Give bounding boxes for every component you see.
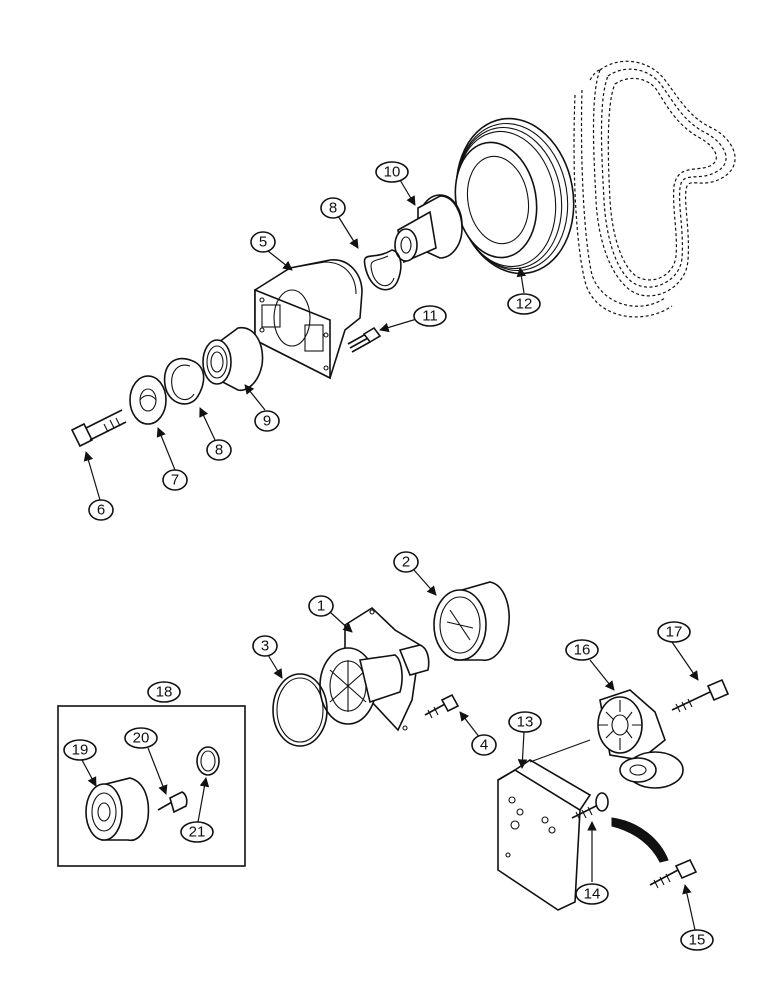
callout-9: 9 xyxy=(254,410,280,432)
bolt-11 xyxy=(347,326,382,353)
callout-4-label: 4 xyxy=(480,737,488,754)
housing-5 xyxy=(254,259,363,380)
tensioner-16 xyxy=(529,689,684,789)
o-ring-3 xyxy=(272,673,328,747)
callout-1-label: 1 xyxy=(317,598,325,615)
callout-5-label: 5 xyxy=(259,234,267,251)
callout-3-label: 3 xyxy=(261,638,269,655)
snap-ring-8-lower xyxy=(163,357,205,405)
bolt-14 xyxy=(571,792,609,821)
callout-2-label: 2 xyxy=(402,554,410,571)
callout-6: 6 xyxy=(88,499,114,521)
hub-10 xyxy=(394,194,463,264)
callout-8-lower-label: 8 xyxy=(215,442,223,459)
callout-8-upper-label: 8 xyxy=(329,200,337,217)
callout-15-label: 15 xyxy=(689,932,706,949)
callout-11: 11 xyxy=(413,305,447,327)
callout-9-label: 9 xyxy=(263,413,271,430)
bearing-9 xyxy=(202,327,264,392)
kit-box-18 xyxy=(57,705,246,867)
callout-7: 7 xyxy=(162,469,188,491)
bolt-17 xyxy=(671,678,730,713)
callout-12-label: 12 xyxy=(516,296,533,313)
callout-5: 5 xyxy=(250,231,276,253)
callout-10: 10 xyxy=(375,161,409,183)
callout-6-label: 6 xyxy=(97,502,105,519)
callout-13-label: 13 xyxy=(517,714,534,731)
callout-20-label: 20 xyxy=(133,730,150,747)
ring-21 xyxy=(196,746,220,776)
callout-7-label: 7 xyxy=(171,472,179,489)
pulley-19 xyxy=(85,777,150,842)
callout-18: 18 xyxy=(147,681,181,703)
callout-11-label: 11 xyxy=(422,308,438,325)
pulley-12 xyxy=(454,117,575,275)
callout-3: 3 xyxy=(252,635,278,657)
callout-15: 15 xyxy=(680,929,714,951)
callout-8-lower: 8 xyxy=(206,439,232,461)
callout-16: 16 xyxy=(565,639,599,661)
callout-2: 2 xyxy=(393,551,419,573)
bolt-6 xyxy=(70,409,127,448)
callout-14-label: 14 xyxy=(584,886,601,903)
leader-lines xyxy=(81,179,699,931)
callout-4: 4 xyxy=(471,734,497,756)
bolt-15 xyxy=(649,858,698,889)
pulley-2 xyxy=(433,581,510,661)
callout-13: 13 xyxy=(508,711,542,733)
callout-18-label: 18 xyxy=(156,684,173,701)
curved-arrow xyxy=(611,817,669,863)
callout-19: 19 xyxy=(63,739,97,761)
callout-17-label: 17 xyxy=(666,624,683,641)
callout-1: 1 xyxy=(308,595,334,617)
callout-21-label: 21 xyxy=(189,824,206,841)
callout-12: 12 xyxy=(507,293,541,315)
callout-14: 14 xyxy=(575,883,609,905)
drive-belt xyxy=(573,60,736,318)
callout-21: 21 xyxy=(180,821,214,843)
callout-10-label: 10 xyxy=(384,164,401,181)
callout-16-label: 16 xyxy=(574,642,591,659)
bolt-20 xyxy=(157,791,188,814)
washer-7 xyxy=(129,375,167,425)
bolt-4 xyxy=(424,693,460,719)
callout-19-label: 19 xyxy=(72,742,89,759)
callout-20: 20 xyxy=(124,727,158,749)
callout-17: 17 xyxy=(657,621,691,643)
snap-ring-8-upper xyxy=(363,249,402,291)
plate-13 xyxy=(497,759,592,911)
callout-8-upper: 8 xyxy=(320,197,346,219)
water-pump-1 xyxy=(319,606,430,732)
